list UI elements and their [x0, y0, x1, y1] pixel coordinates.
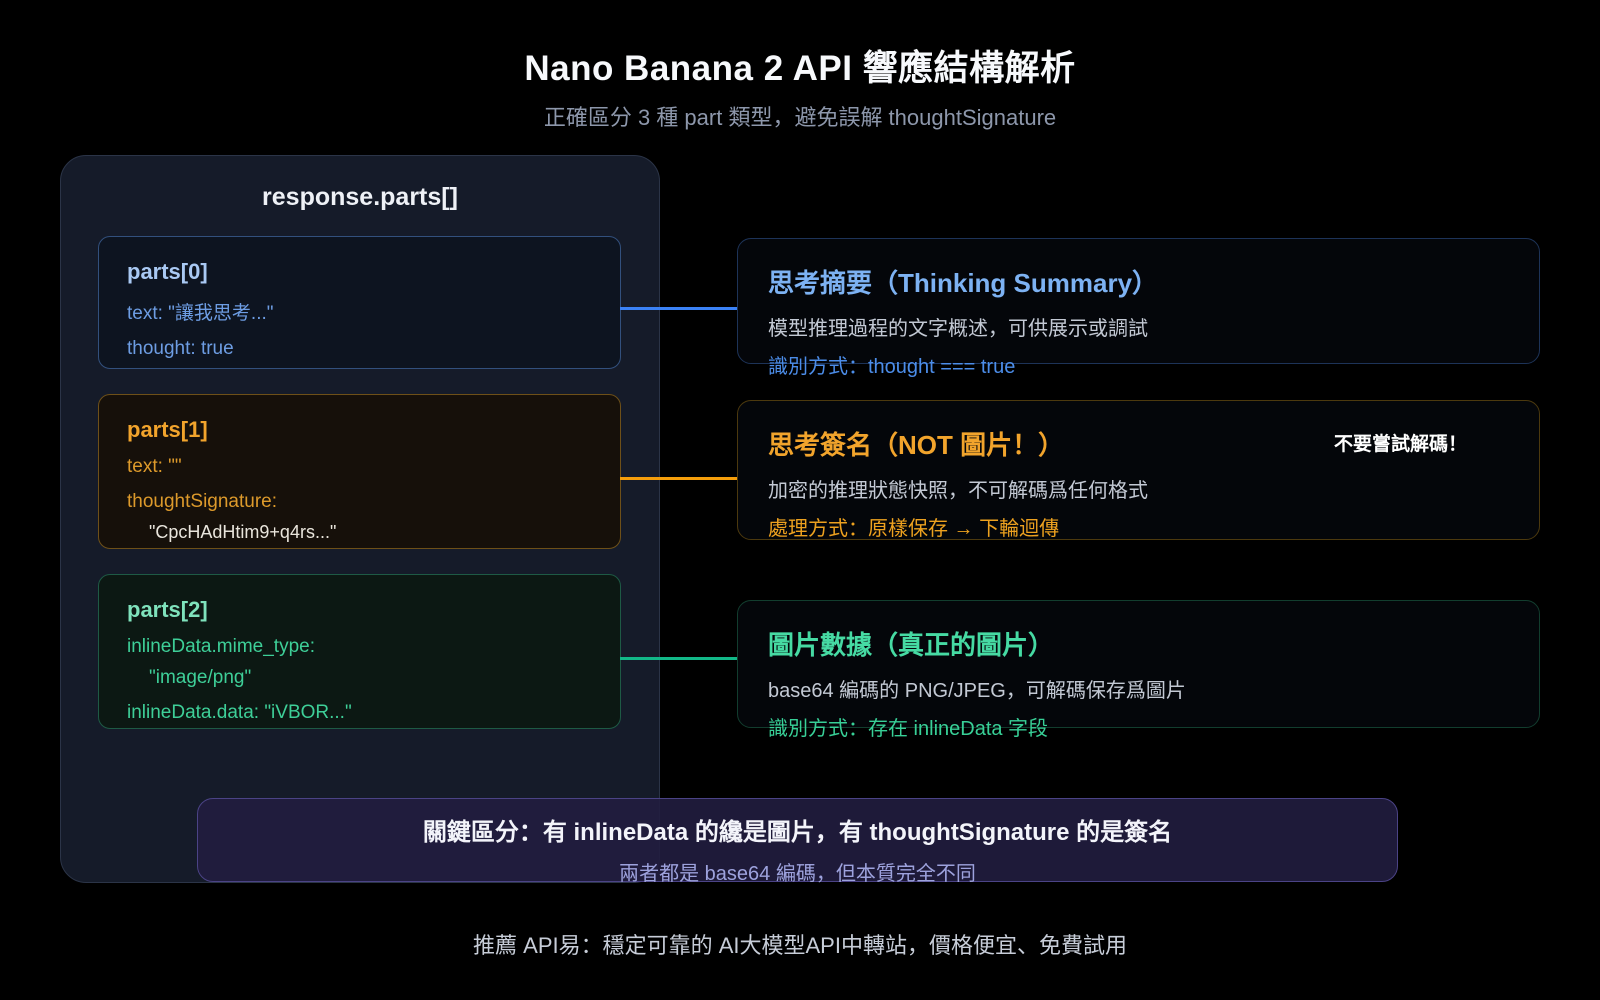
page-title: Nano Banana 2 API 響應結構解析	[524, 49, 1076, 88]
key-distinction-main-line: 關鍵區分：有 inlineData 的纔是圖片，有 thoughtSignatu…	[422, 819, 1173, 846]
explanation-card-thought-signature: 思考簽名（NOT 圖片！） 不要嘗試解碼！ 加密的推理狀態快照，不可解碼爲任何格…	[737, 400, 1540, 540]
panel-title: response.parts[]	[262, 183, 458, 211]
key-distinction-banner: 關鍵區分：有 inlineData 的纔是圖片，有 thoughtSignatu…	[197, 798, 1398, 885]
thinking-summary-title: 思考摘要（Thinking Summary）	[768, 268, 1159, 298]
part-card-0: parts[0] text: "讓我思考..." thought: true	[98, 236, 621, 369]
thought-signature-title: 思考簽名（NOT 圖片！）	[768, 430, 1065, 460]
image-data-identify-hint: 識別方式：存在 inlineData 字段	[768, 718, 1049, 740]
part-card-1: parts[1] text: "" thoughtSignature: "Cpc…	[98, 394, 621, 549]
connector-blue-line	[620, 307, 738, 310]
part-1-signature-key-line: thoughtSignature:	[127, 491, 278, 512]
part-0-text-line: text: "讓我思考..."	[127, 303, 274, 324]
do-not-decode-badge: 不要嘗試解碼！	[1333, 434, 1467, 455]
explanation-card-image-data: 圖片數據（真正的圖片） base64 編碼的 PNG/JPEG，可解碼保存爲圖片…	[737, 600, 1540, 740]
page-subtitle: 正確區分 3 種 part 類型，避免誤解 thoughtSignature	[543, 105, 1057, 130]
footer-note: 推薦 API易：穩定可靠的 AI大模型API中轉站，價格便宜、免費試用	[473, 933, 1127, 958]
part-0-title: parts[0]	[127, 259, 208, 284]
response-parts-panel: response.parts[] parts[0] text: "讓我思考...…	[60, 155, 660, 883]
thought-signature-description: 加密的推理狀態快照，不可解碼爲任何格式	[768, 480, 1148, 502]
part-card-2: parts[2] inlineData.mime_type: "image/pn…	[98, 574, 621, 729]
part-2-mimetype-key-line: inlineData.mime_type:	[127, 636, 315, 657]
thought-signature-handling-hint: 處理方式：原樣保存 → 下輪迴傳	[768, 518, 1060, 540]
explanation-card-thinking-summary: 思考摘要（Thinking Summary） 模型推理過程的文字概述，可供展示或…	[737, 238, 1540, 378]
thinking-summary-identify-hint: 識別方式：thought === true	[768, 356, 1016, 378]
key-distinction-sub-line: 兩者都是 base64 編碼，但本質完全不同	[619, 863, 976, 885]
part-2-data-line: inlineData.data: "iVBOR..."	[127, 702, 352, 723]
part-0-thought-line: thought: true	[127, 338, 234, 359]
image-data-title: 圖片數據（真正的圖片）	[768, 630, 1055, 660]
part-1-title: parts[1]	[127, 417, 208, 442]
thinking-summary-description: 模型推理過程的文字概述，可供展示或調試	[768, 318, 1148, 340]
part-2-title: parts[2]	[127, 597, 208, 622]
connector-orange-line	[620, 477, 738, 480]
connector-green-line	[620, 657, 738, 660]
image-data-description: base64 編碼的 PNG/JPEG，可解碼保存爲圖片	[768, 680, 1186, 702]
part-1-text-line: text: ""	[127, 456, 182, 477]
part-1-signature-value: "CpcHAdHtim9+q4rs..."	[149, 522, 337, 542]
part-2-mimetype-value: "image/png"	[149, 667, 252, 688]
